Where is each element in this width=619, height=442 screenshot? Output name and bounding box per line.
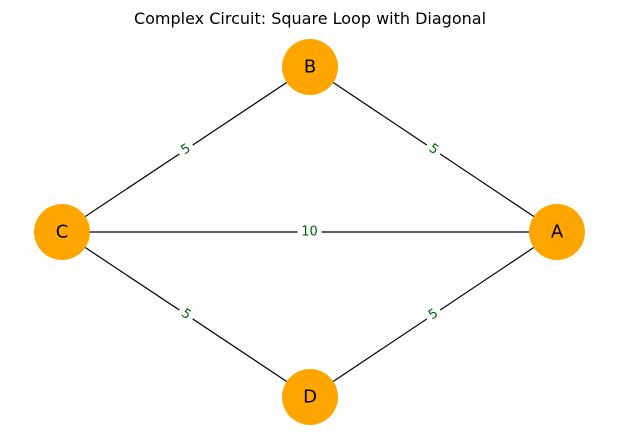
- node-a: A: [529, 204, 585, 260]
- edge-label-group-d-a: 5: [422, 303, 445, 326]
- node-circle-b: [282, 39, 338, 95]
- edge-label-group-b-c: 5: [174, 138, 198, 161]
- node-c: C: [34, 204, 90, 260]
- node-label-b: B: [304, 57, 316, 78]
- edge-label-group-c-d: 5: [174, 303, 198, 326]
- edge-label-group-a-b: 5: [422, 138, 445, 161]
- node-d: D: [282, 369, 338, 425]
- node-circle-a: [529, 204, 585, 260]
- edge-labels-layer: 5 5 5 5 10: [174, 138, 445, 326]
- edge-label-background: [422, 138, 445, 161]
- edge-label-background: [174, 303, 198, 326]
- edge-label-group-c-a: 10: [297, 224, 322, 240]
- node-circle-d: [282, 369, 338, 425]
- node-b: B: [282, 39, 338, 95]
- nodes-layer: A B C D: [34, 39, 585, 425]
- node-circle-c: [34, 204, 90, 260]
- node-label-c: C: [56, 222, 69, 243]
- edge-label-background: [422, 303, 445, 326]
- edge-label-background: [297, 224, 322, 240]
- edge-label-background: [174, 138, 198, 161]
- node-label-d: D: [303, 387, 317, 408]
- edge-label-c-a: 10: [301, 225, 318, 240]
- node-label-a: A: [551, 222, 564, 243]
- diagram-title: Complex Circuit: Square Loop with Diagon…: [134, 9, 486, 28]
